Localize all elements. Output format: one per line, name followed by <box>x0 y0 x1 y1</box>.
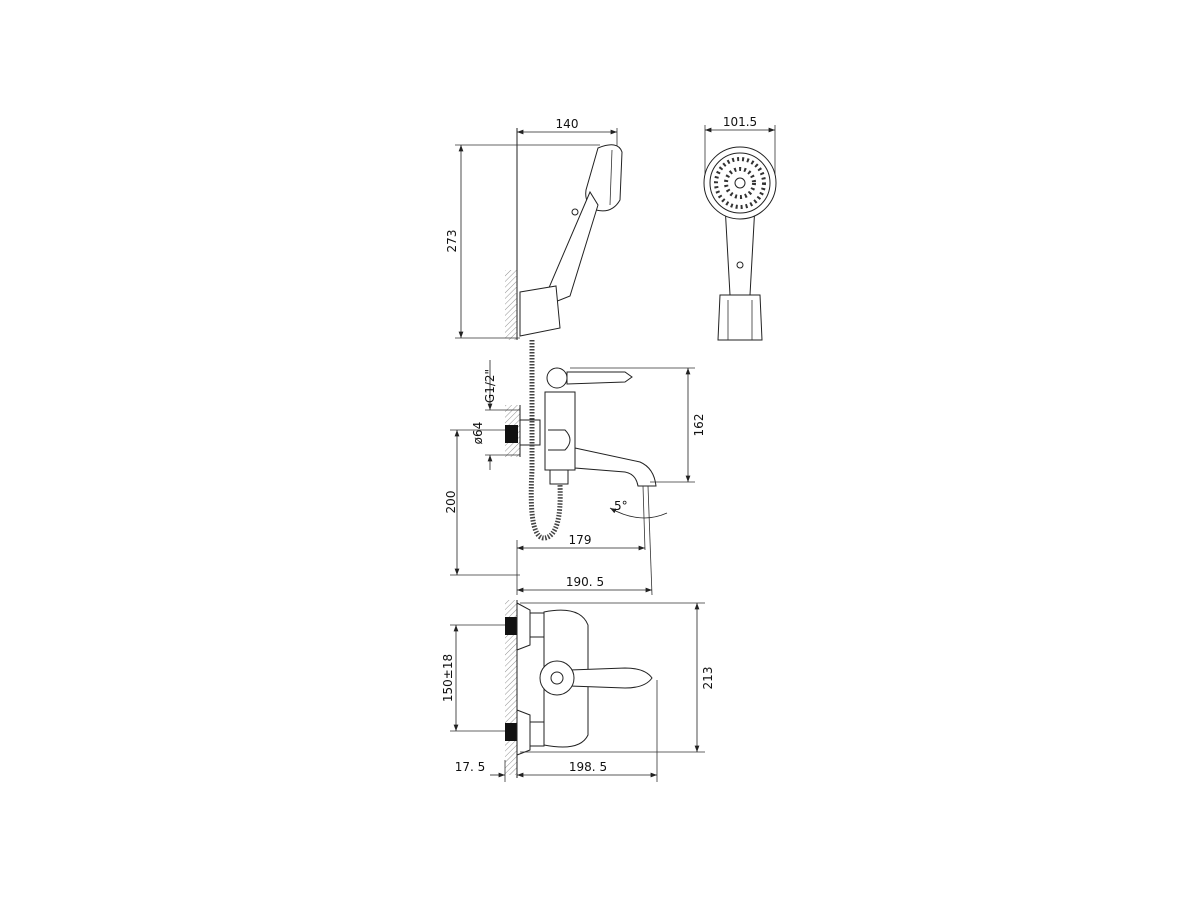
mixer-side-view: G1/2" ø64 200 162 5° 179 190. 5 <box>444 340 706 596</box>
shower-holder <box>519 285 561 337</box>
center-distance-label: 150±18 <box>441 654 455 702</box>
hose <box>528 340 563 541</box>
spout-reach-label: 179 <box>569 533 592 547</box>
nut <box>519 419 541 446</box>
hose-nut <box>549 469 569 485</box>
lever-hub <box>539 660 575 696</box>
wall-connector-bottom <box>505 723 517 741</box>
shower-handle <box>546 190 599 303</box>
lever-knob <box>546 367 568 389</box>
spout-angle-label: 5° <box>614 499 628 513</box>
wall-offset-label: 17. 5 <box>455 760 486 774</box>
lever-top <box>569 667 653 689</box>
lever <box>566 371 633 385</box>
projection-label: 198. 5 <box>569 760 607 774</box>
wall-connector-top <box>505 617 517 635</box>
handshower-front-view: 101.5 <box>703 115 777 341</box>
handshower-side-view: 140 273 <box>445 117 623 340</box>
lever-height-label: 162 <box>692 414 706 437</box>
height-label: 200 <box>444 491 458 514</box>
dimension-width-label: 140 <box>556 117 579 131</box>
mixer-body <box>544 391 576 471</box>
mixer-top-view: 213 150±18 17. 5 198. 5 <box>441 600 715 782</box>
spout <box>574 447 657 487</box>
holder-front <box>717 294 763 341</box>
thread-label: G1/2" <box>483 369 497 403</box>
total-reach-label: 190. 5 <box>566 575 604 589</box>
wall-hatch <box>505 270 517 340</box>
dimension-diameter-label: 101.5 <box>723 115 757 129</box>
dimension-height-label: 273 <box>445 230 459 253</box>
flange-diameter-label: ø64 <box>471 422 485 445</box>
depth-label: 213 <box>701 667 715 690</box>
wall-connector <box>505 425 518 443</box>
